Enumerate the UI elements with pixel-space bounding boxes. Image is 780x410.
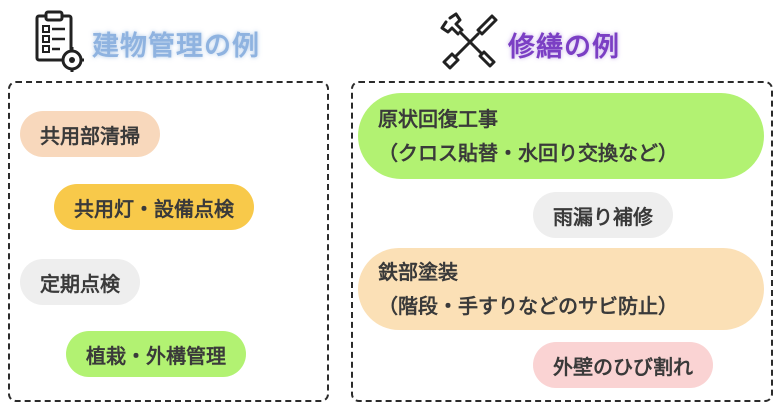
building-management-panel — [8, 81, 329, 402]
wrench-screwdriver-icon — [440, 12, 500, 76]
list-item: 原状回復工事 （クロス貼替・水回り交換など） — [358, 93, 764, 179]
item-line: 鉄部塗装 — [378, 260, 458, 284]
item-line: （クロス貼替・水回り交換など） — [378, 141, 678, 165]
item-line: 原状回復工事 — [378, 107, 498, 131]
building-management-title: 建物管理の例 — [92, 30, 260, 62]
list-item: 雨漏り補修 — [533, 192, 673, 238]
clipboard-gear-icon — [32, 10, 84, 76]
list-item: 共用灯・設備点検 — [54, 184, 254, 230]
list-item: 定期点検 — [20, 259, 140, 305]
list-item: 外壁のひび割れ — [533, 342, 713, 388]
list-item: 共用部清掃 — [20, 111, 160, 157]
list-item: 鉄部塗装 （階段・手すりなどのサビ防止） — [358, 248, 764, 330]
list-item: 植栽・外構管理 — [66, 331, 246, 377]
repair-title: 修繕の例 — [508, 31, 620, 63]
building-management-heading: 建物管理の例 — [32, 10, 260, 76]
repair-heading: 修繕の例 — [440, 12, 620, 76]
item-line: （階段・手すりなどのサビ防止） — [378, 294, 678, 318]
repair-panel — [351, 81, 773, 402]
